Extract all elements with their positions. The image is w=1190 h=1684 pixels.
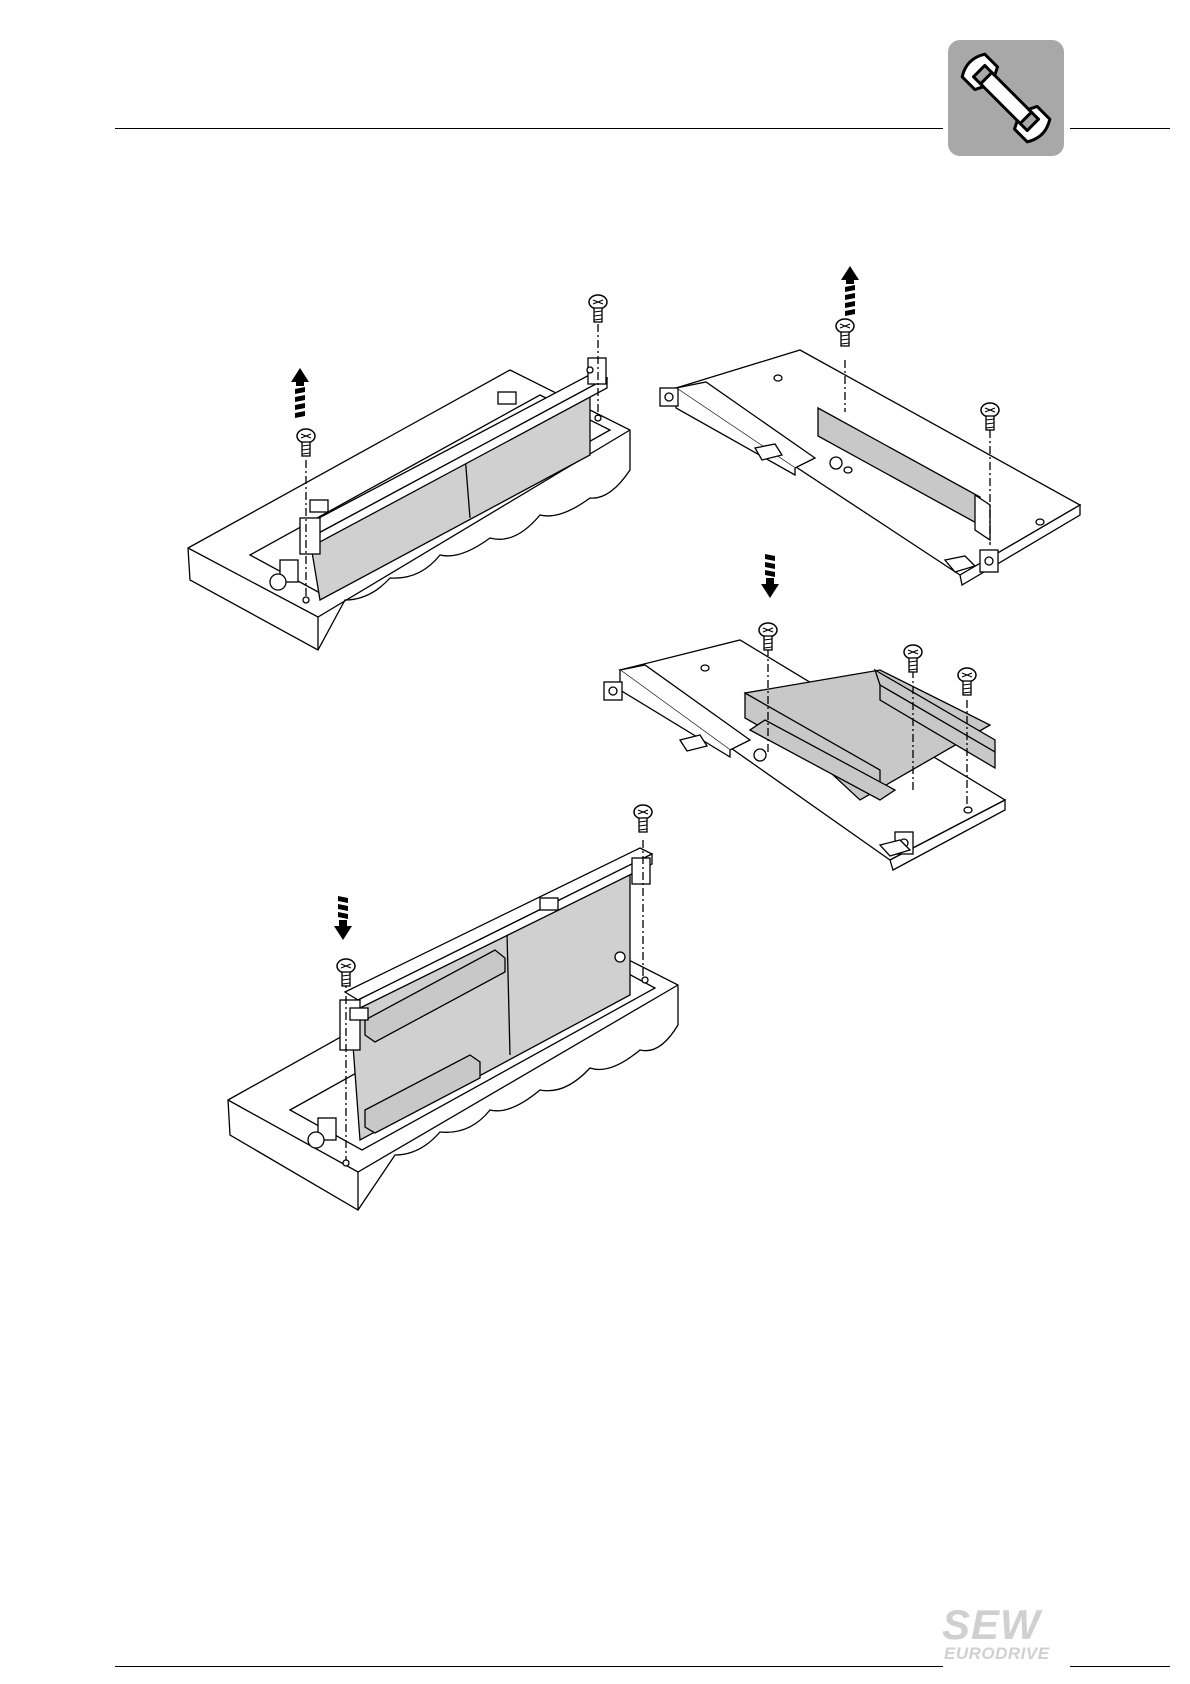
logo-sub-text: EURODRIVE: [944, 1644, 1050, 1664]
logo-main-text: SEW: [942, 1604, 1041, 1646]
figure-mounting-plate-remove: [660, 350, 1080, 585]
footer-rule-left: [115, 1666, 943, 1667]
figure-install-card-on-plate: [604, 640, 1005, 870]
footer-rule-right: [1070, 1666, 1170, 1667]
figure-remove-card: [188, 324, 630, 650]
figure-insert-card-into-unit: [228, 840, 678, 1210]
company-logo: SEW EURODRIVE: [940, 1604, 1060, 1670]
